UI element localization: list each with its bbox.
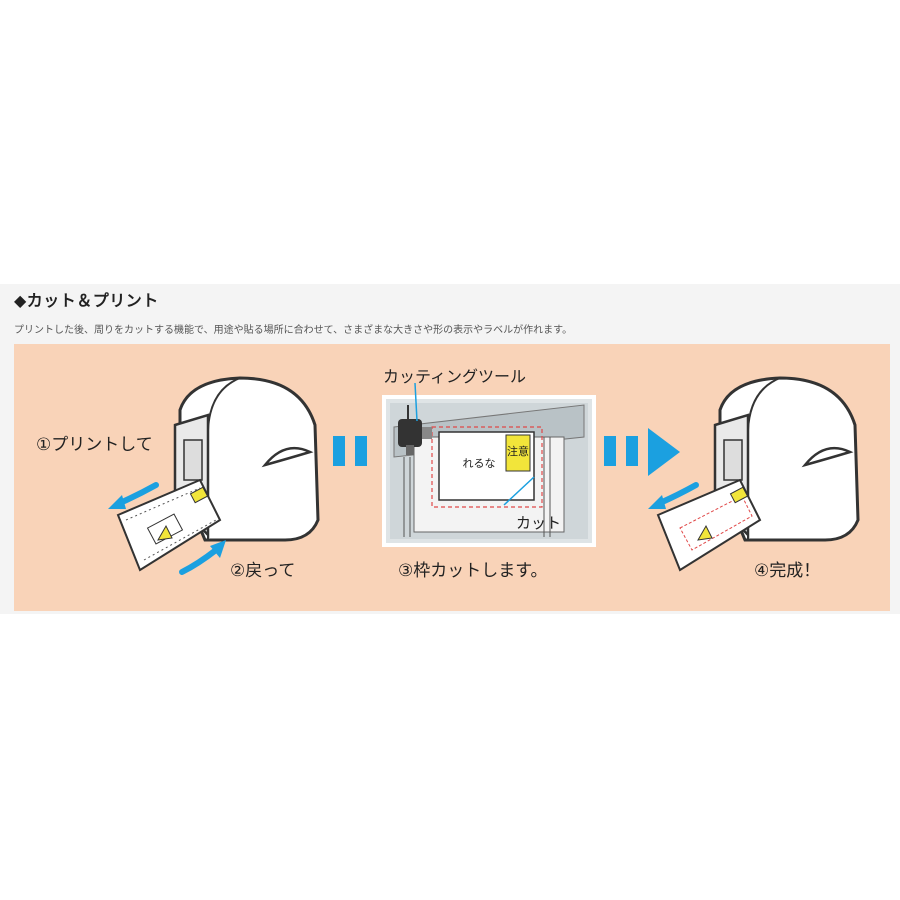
play-arrow-icon xyxy=(604,428,680,476)
feed-out-arrow-icon-2 xyxy=(648,482,699,509)
callout-pointer xyxy=(414,382,418,422)
step-2-label: ②戻って xyxy=(230,561,296,581)
label-printed-text: 注意 xyxy=(507,444,529,458)
printer-illustration xyxy=(116,376,320,572)
printer-illustration-complete xyxy=(656,376,860,572)
warning-triangle-icon xyxy=(157,524,173,541)
cutting-tool-icon xyxy=(398,405,432,455)
step-4-label: ④完成！ xyxy=(754,561,821,581)
section-heading: ◆カット＆プリント xyxy=(14,291,159,310)
step-3-label: ③枠カットします。 xyxy=(398,561,548,581)
double-bar-arrow-icon xyxy=(333,436,367,466)
cut-label: カット xyxy=(516,514,562,532)
section-description: プリントした後、周りをカットする機能で、用途や貼る場所に合わせて、さまざまな大き… xyxy=(14,325,573,336)
label-sub-text: れるな xyxy=(463,457,496,470)
cutting-tool-label: カッティングツール xyxy=(383,367,527,386)
feed-back-arrow-icon xyxy=(179,540,226,575)
step-1-label: ①プリントして xyxy=(36,435,153,455)
feed-out-arrow-icon xyxy=(108,482,159,509)
cutting-detail-image: 注意 れるな xyxy=(382,395,596,547)
